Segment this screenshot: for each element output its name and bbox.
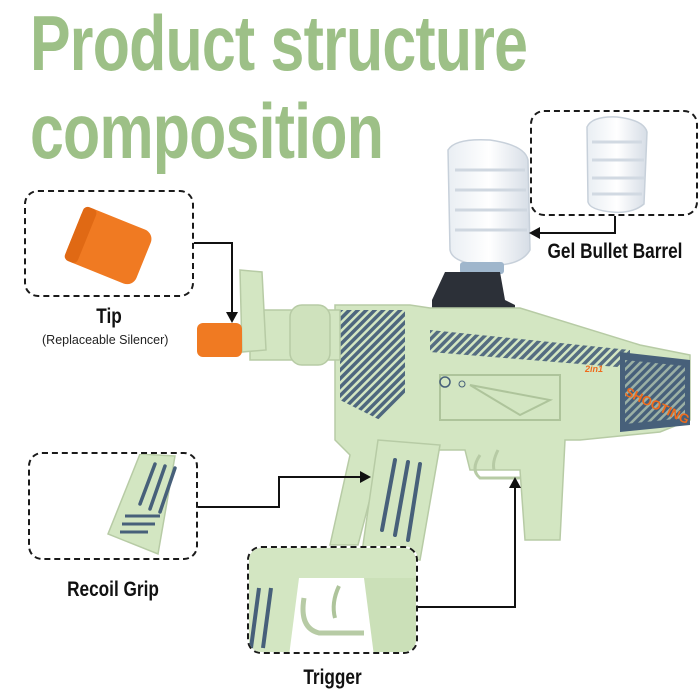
title-line-1: Product structure	[30, 0, 528, 87]
recoil-grip-detail	[107, 454, 177, 556]
tip-on-gun	[197, 323, 242, 357]
recoil-grip-label: Recoil Grip	[67, 578, 159, 601]
trigger-label: Trigger	[303, 666, 362, 689]
trigger-detail	[249, 548, 416, 652]
tip-detail	[64, 206, 152, 285]
tip-sublabel: (Replaceable Silencer)	[42, 333, 169, 347]
tip-box	[24, 190, 194, 297]
gel-bottle	[447, 138, 531, 274]
title-line-2: composition	[30, 87, 384, 175]
trigger-box	[247, 546, 418, 654]
decal-small: 2in1	[584, 364, 603, 374]
gel-bullet-barrel-label: Gel Bullet Barrel	[547, 240, 683, 263]
gel-bullet-barrel-box	[530, 110, 698, 216]
gel-bottle-detail	[586, 116, 648, 214]
recoil-grip-box	[28, 452, 198, 560]
tip-label: Tip	[96, 305, 122, 328]
